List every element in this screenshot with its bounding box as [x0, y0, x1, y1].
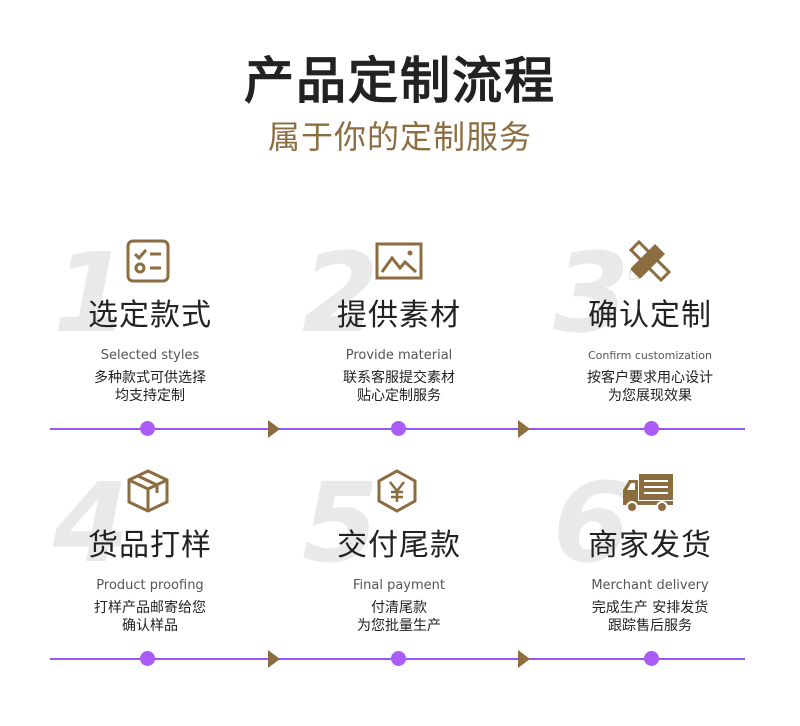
desc-line: 跟踪售后服务	[608, 618, 692, 634]
step-description: 按客户要求用心设计 为您展现效果	[525, 369, 775, 405]
arrow-icon	[518, 650, 530, 668]
header: 产品定制流程 属于你的定制服务	[0, 50, 800, 158]
step-description: 打样产品邮寄给您 确认样品	[25, 599, 275, 635]
desc-line: 联系客服提交素材	[343, 370, 455, 386]
image-icon	[374, 238, 424, 284]
step-number: 4	[53, 459, 130, 587]
step-subtitle: Final payment	[352, 578, 445, 593]
step-subtitle: Product proofing	[96, 578, 204, 593]
step-subtitle: Selected styles	[100, 348, 200, 363]
step-2: 2 提供素材 Provide material 联系客服提交素材 贴心定制服务	[274, 238, 524, 438]
arrow-icon	[518, 420, 530, 438]
step-number: 6	[553, 459, 630, 587]
desc-line: 打样产品邮寄给您	[94, 600, 206, 616]
step-title: 提供素材	[337, 298, 461, 333]
desc-line: 按客户要求用心设计	[587, 370, 713, 386]
checklist-icon	[125, 238, 171, 284]
desc-line: 贴心定制服务	[357, 388, 441, 404]
timeline-dot	[644, 651, 659, 666]
arrow-icon	[268, 420, 280, 438]
step-4: 4 货品打样 Product proofing 打样产品邮寄给您 确认样品	[25, 468, 275, 668]
step-3: 3 确认定制 Confirm customization 按客户要求用心设计 为…	[525, 238, 775, 438]
step-title: 确认定制	[588, 298, 712, 333]
desc-line: 为您批量生产	[357, 618, 441, 634]
step-description: 付清尾款 为您批量生产	[274, 599, 524, 635]
step-subtitle: Merchant delivery	[591, 578, 709, 593]
step-description: 完成生产 安排发货 跟踪售后服务	[525, 599, 775, 635]
desc-line: 确认样品	[122, 618, 178, 634]
step-subtitle: Confirm customization	[587, 349, 712, 362]
pencil-ruler-icon	[625, 238, 671, 284]
arrow-icon	[268, 650, 280, 668]
timeline-dot	[391, 421, 406, 436]
step-number: 2	[302, 229, 379, 357]
page-title: 产品定制流程	[244, 52, 556, 110]
yuan-hexagon-icon	[374, 468, 420, 514]
step-title: 商家发货	[588, 528, 712, 563]
desc-line: 付清尾款	[371, 600, 427, 616]
box-icon	[125, 468, 171, 514]
step-5: 5 交付尾款 Final payment 付清尾款 为您批量生产	[274, 468, 524, 668]
step-description: 多种款式可供选择 均支持定制	[25, 369, 275, 405]
desc-line: 为您展现效果	[608, 388, 692, 404]
timeline-dot	[140, 421, 155, 436]
step-subtitle: Provide material	[345, 348, 453, 363]
step-number: 1	[53, 229, 130, 357]
timeline-dot	[140, 651, 155, 666]
step-6: 6 商家发货 Merchant delivery 完成生产 安排发货 跟踪售后服…	[525, 468, 775, 668]
desc-line: 完成生产 安排发货	[591, 600, 709, 616]
page-subtitle: 属于你的定制服务	[267, 118, 532, 156]
step-1: 1 选定款式 Selected styles 多种款式可供选择 均支持定制	[25, 238, 275, 438]
step-title: 货品打样	[88, 528, 212, 563]
step-title: 交付尾款	[337, 528, 461, 563]
truck-icon	[621, 468, 675, 514]
step-title: 选定款式	[88, 298, 212, 333]
desc-line: 多种款式可供选择	[94, 370, 206, 386]
step-number: 5	[302, 459, 379, 587]
desc-line: 均支持定制	[115, 388, 185, 404]
step-description: 联系客服提交素材 贴心定制服务	[274, 369, 524, 405]
step-number: 3	[553, 229, 630, 357]
timeline-dot	[644, 421, 659, 436]
timeline-dot	[391, 651, 406, 666]
